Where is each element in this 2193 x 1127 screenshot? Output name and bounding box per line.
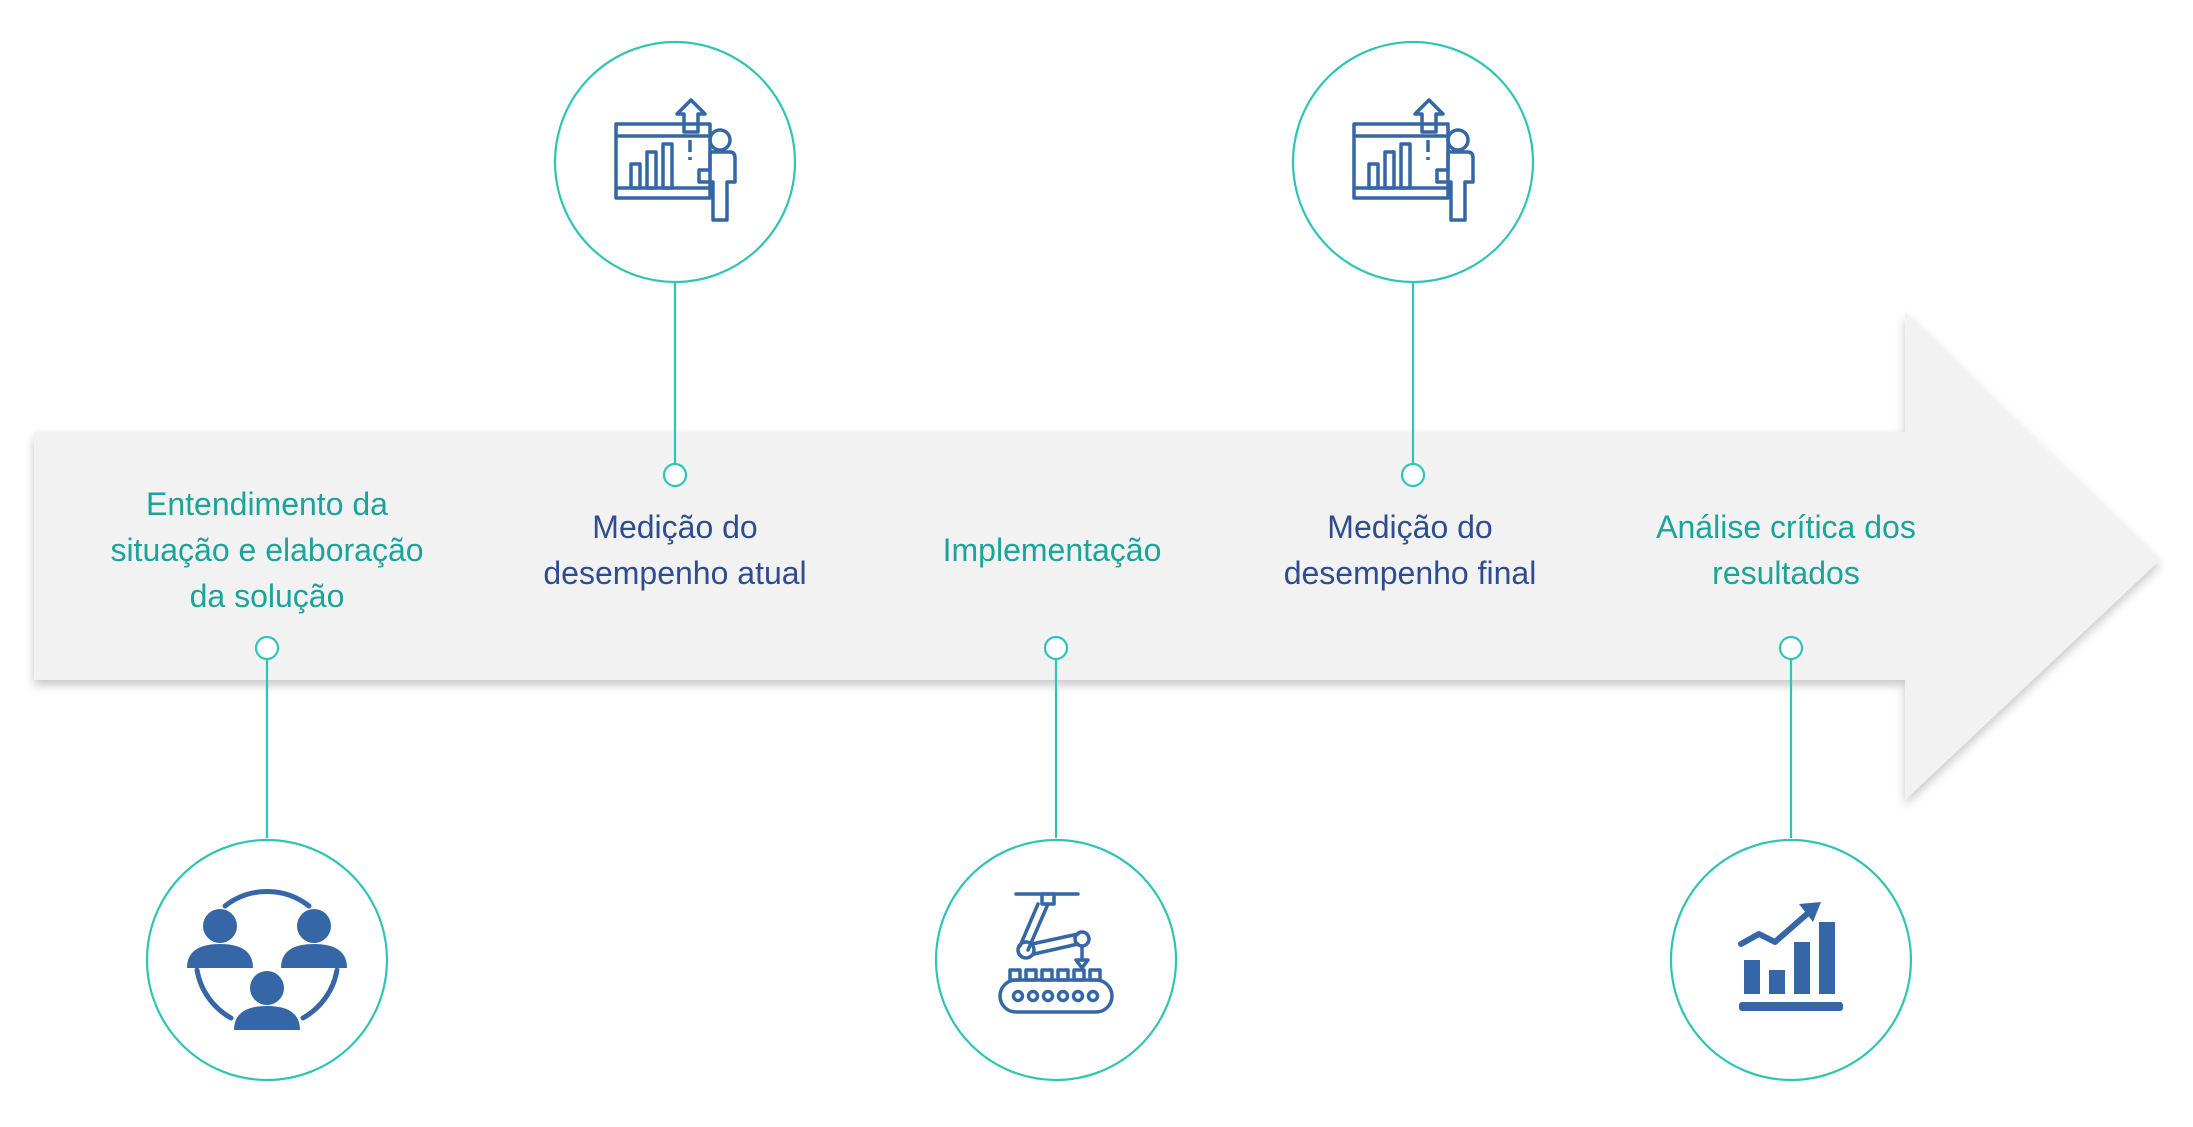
presentation-chart-icon — [614, 98, 737, 222]
marker-dot-step-2 — [662, 462, 688, 488]
step-label-1-line-3: da solução — [189, 578, 345, 614]
marker-dot-step-1 — [254, 635, 280, 661]
marker-dot-step-5 — [1778, 635, 1804, 661]
timeline-arrow — [34, 312, 2160, 800]
step-label-4-line-2: desempenho final — [1283, 555, 1537, 591]
marker-dot-step-4 — [1400, 462, 1426, 488]
robotic-arm-conveyor-icon — [998, 892, 1114, 1014]
step-label-1-line-2: situação e elaboração — [110, 532, 424, 568]
icon-circle-step-4 — [1291, 40, 1535, 284]
step-label-2-line-2: desempenho atual — [543, 555, 807, 591]
step-label-3: Implementação — [943, 527, 1162, 573]
icon-circle-step-2 — [553, 40, 797, 284]
icon-circle-step-1 — [145, 838, 389, 1082]
icon-circle-step-3 — [934, 838, 1178, 1082]
step-label-5: Análise crítica dos resultados — [1656, 504, 1916, 596]
presentation-chart-icon — [1352, 98, 1475, 222]
marker-dot-step-3 — [1043, 635, 1069, 661]
step-label-2-line-1: Medição do — [592, 509, 758, 545]
step-label-1-line-1: Entendimento da — [146, 486, 388, 522]
step-label-4: Medição do desempenho final — [1284, 504, 1537, 596]
icon-circle-step-5 — [1669, 838, 1913, 1082]
step-label-3-line-1: Implementação — [942, 532, 1162, 568]
step-label-4-line-1: Medição do — [1327, 509, 1493, 545]
team-cycle-icon — [187, 888, 347, 1030]
bar-chart-growth-icon — [1738, 902, 1843, 1011]
step-label-5-line-2: resultados — [1712, 555, 1860, 591]
step-label-1: Entendimento da situação e elaboração da… — [110, 481, 423, 619]
step-label-2: Medição do desempenho atual — [543, 504, 806, 596]
step-label-5-line-1: Análise crítica dos — [1656, 509, 1916, 545]
